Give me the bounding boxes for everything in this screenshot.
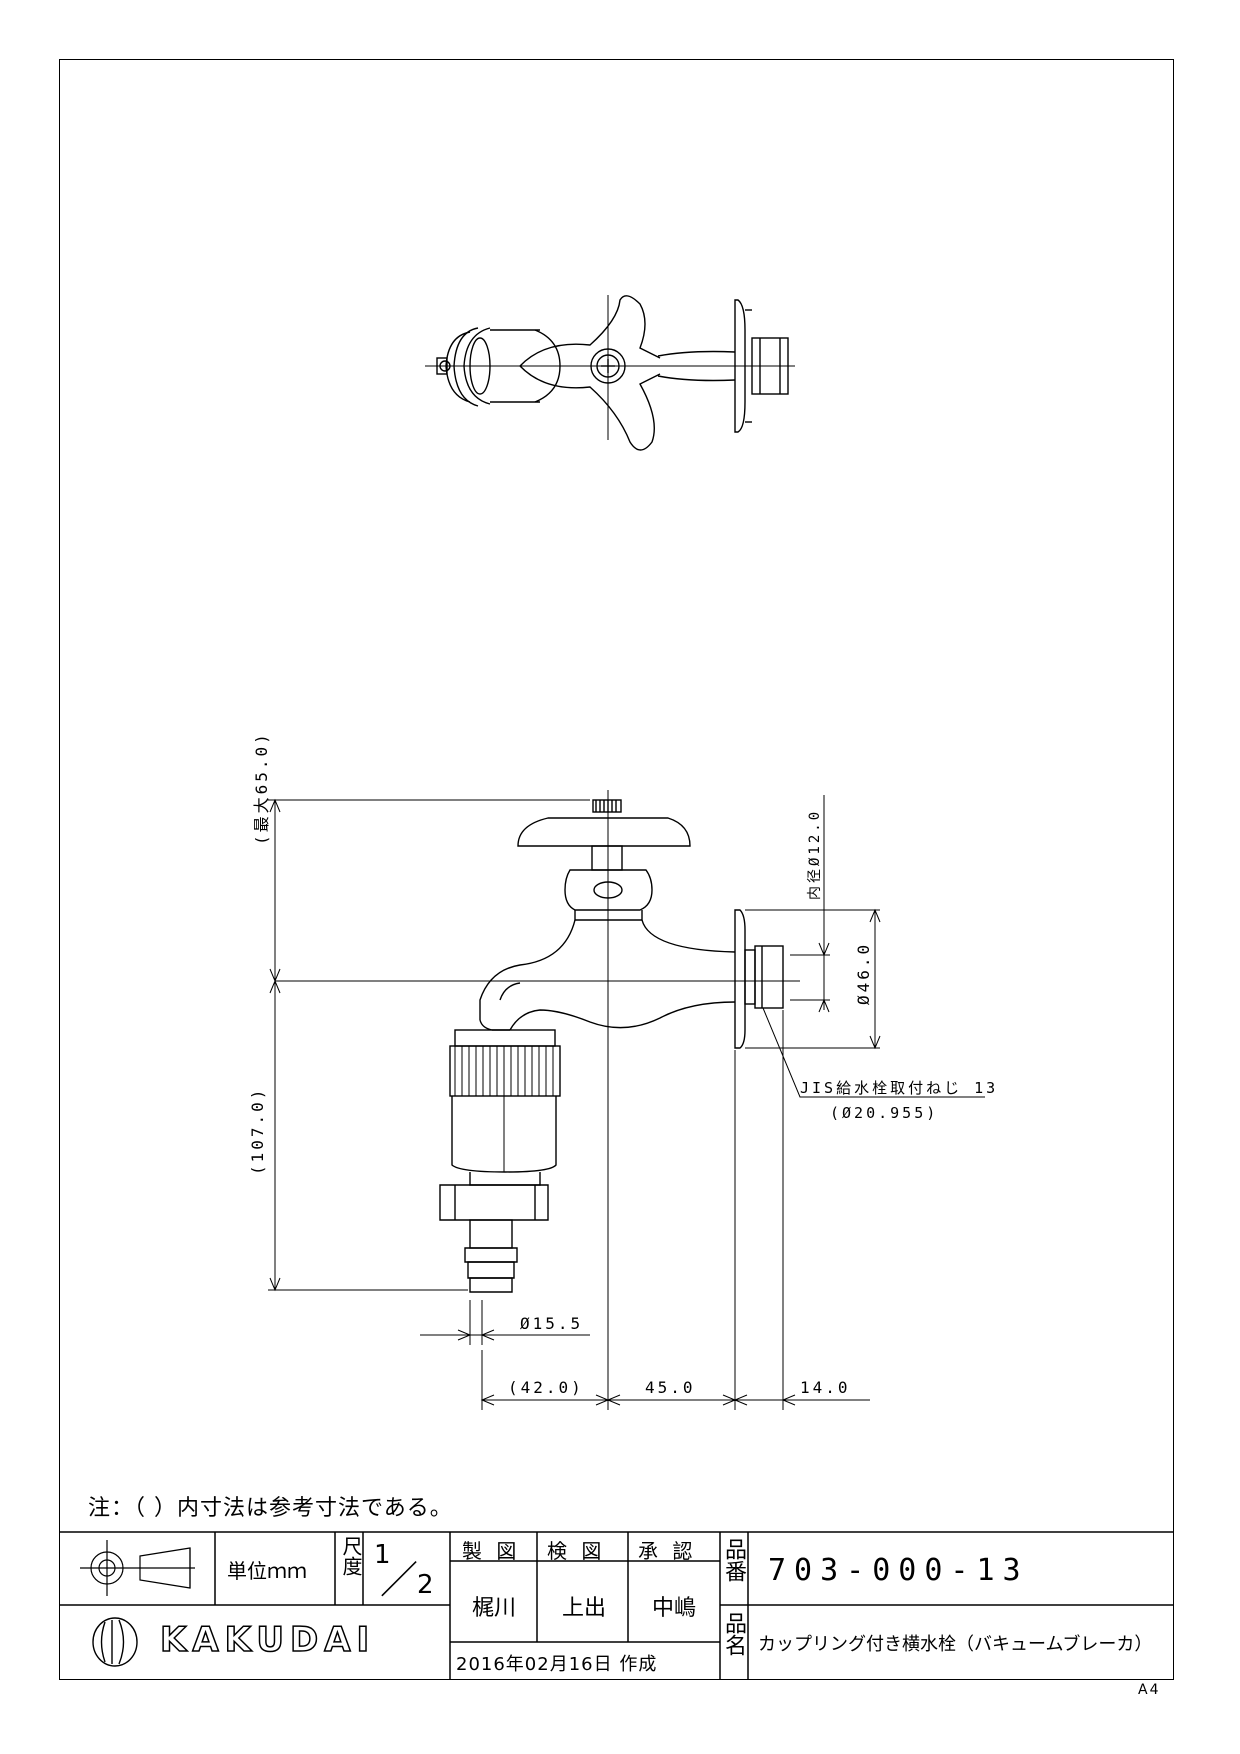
- dim-thread-length: 14.0: [800, 1378, 851, 1397]
- dimension-lines: [268, 795, 985, 1410]
- part-number: 703-000-13: [768, 1553, 1029, 1588]
- dim-left-reach: (42.0): [508, 1378, 584, 1397]
- dim-height-below: (107.0): [248, 1086, 267, 1175]
- dim-thread-diameter: (Ø20.955): [830, 1104, 939, 1122]
- scale-numerator: 1: [374, 1540, 391, 1570]
- dim-flange-diameter: Ø46.0: [854, 941, 873, 1005]
- approved-label: 承 認: [638, 1539, 697, 1563]
- drawn-label: 製 図: [462, 1539, 521, 1563]
- checked-by: 上出: [562, 1596, 607, 1621]
- drawing-date: 2016年02月16日 作成: [456, 1654, 658, 1675]
- unit-label: 単位ｍｍ: [227, 1559, 307, 1583]
- scale-denominator: 2: [417, 1570, 434, 1600]
- brand-wordmark: KAKUDAI: [159, 1619, 376, 1661]
- drawing-frame: [59, 59, 1174, 1680]
- projection-symbol: [80, 1540, 195, 1596]
- dim-hose-diameter: Ø15.5: [520, 1314, 584, 1333]
- part-no-label: 品番: [721, 1538, 746, 1582]
- title-block-grid: [59, 1531, 1174, 1680]
- kakudai-logo-icon: [92, 1617, 138, 1667]
- checked-label: 検 図: [547, 1539, 606, 1563]
- dim-inner-diameter: 内径Ø12.0: [807, 808, 823, 900]
- scale-divider: ／: [380, 1558, 419, 1602]
- approved-by: 中嶋: [652, 1596, 697, 1621]
- dim-max-height: (最大65.0): [252, 731, 271, 845]
- faucet-top-view: [425, 295, 795, 451]
- dim-thread-spec: JIS給水栓取付ねじ 13: [800, 1079, 999, 1097]
- dim-spout-reach: 45.0: [645, 1378, 696, 1397]
- part-name-label: 品名: [721, 1612, 746, 1656]
- drawing-note: 注：（ ）内寸法は参考寸法である。: [88, 1496, 453, 1521]
- part-name: カップリング付き横水栓（バキュームブレーカ）: [758, 1634, 1153, 1655]
- sheet-size: A4: [1138, 1682, 1161, 1698]
- scale-label: 尺度: [339, 1536, 363, 1576]
- drawn-by: 梶川: [472, 1596, 517, 1621]
- faucet-front-view: [275, 790, 800, 1410]
